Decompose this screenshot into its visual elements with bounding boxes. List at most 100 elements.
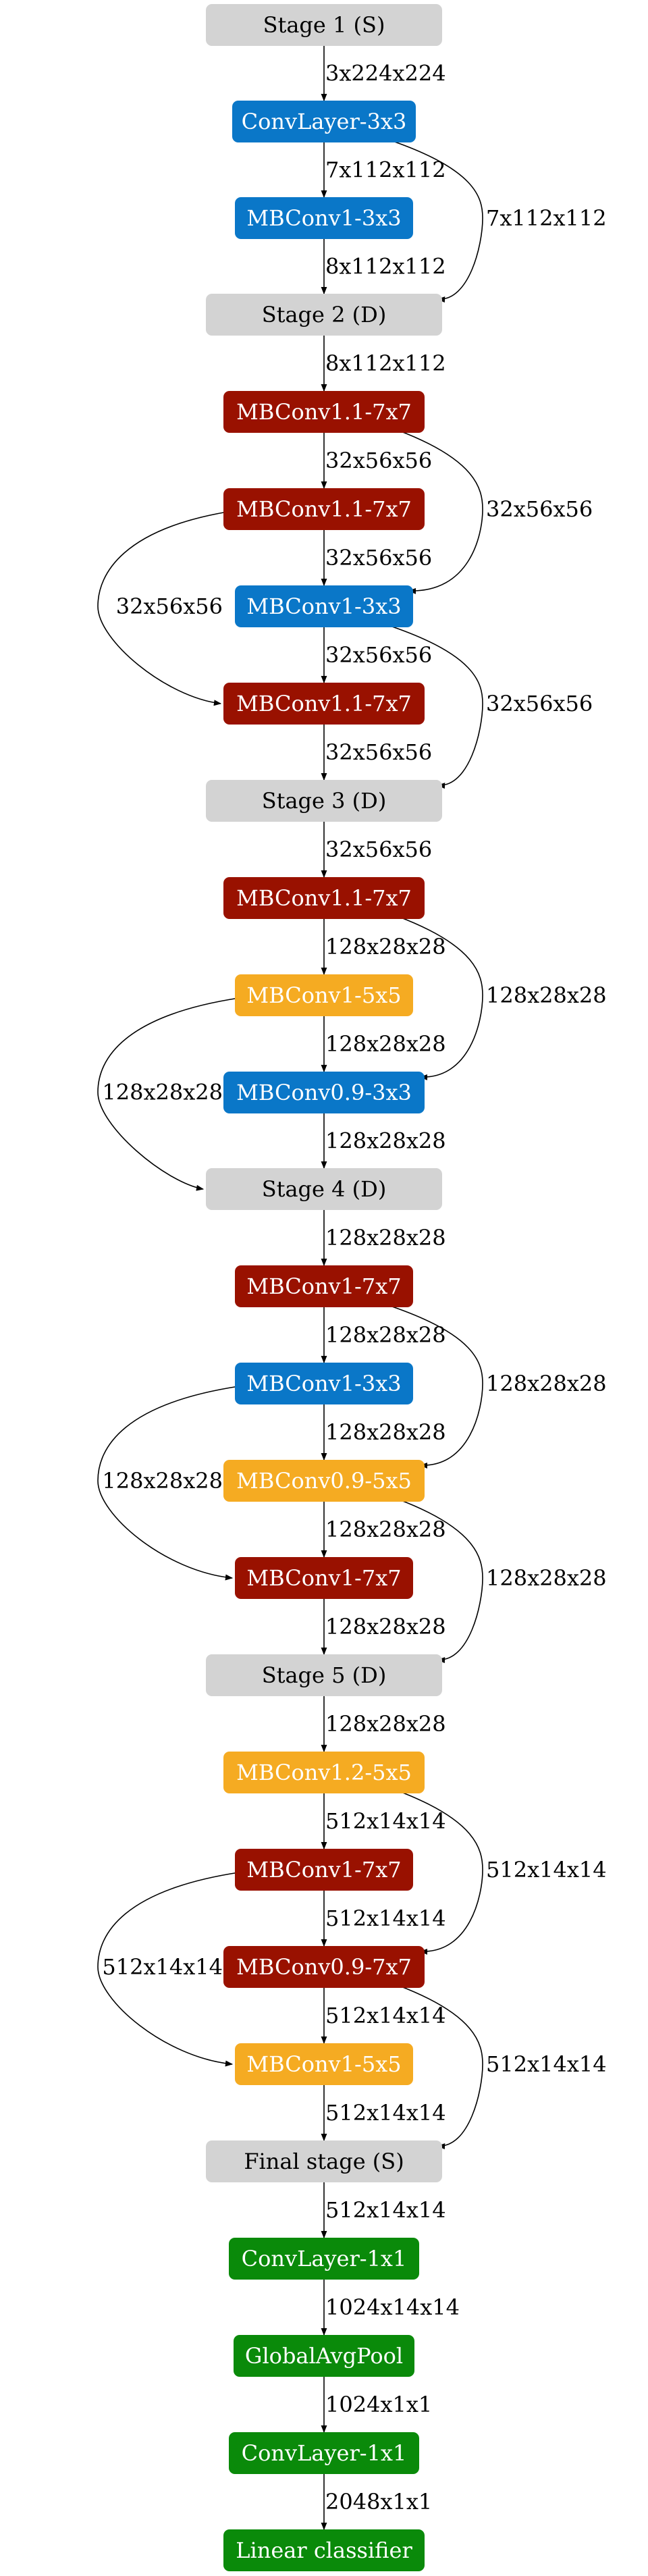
node-label: MBConv1.1-7x7 (236, 399, 412, 425)
edge-line (385, 624, 483, 789)
node-label: MBConv0.9-5x5 (236, 1468, 412, 1494)
edge-line (397, 1790, 483, 1955)
layer-node-n8: MBConv1-5x5 (235, 974, 413, 1016)
edge-label: 128x28x28 (325, 1517, 446, 1542)
node-label: Stage 1 (S) (263, 12, 385, 38)
edge-label: 1024x14x14 (325, 2294, 460, 2320)
node-label: ConvLayer-1x1 (242, 2440, 407, 2466)
edge-line (97, 1386, 240, 1581)
node-box (235, 1557, 413, 1599)
node-box (223, 1752, 425, 1793)
node-box (206, 294, 442, 336)
node-label: Linear classifier (236, 2538, 412, 2563)
node-label: MBConv1-5x5 (246, 2051, 401, 2077)
node-label: MBConv1-3x3 (246, 1371, 401, 1396)
node-box (223, 1072, 425, 1113)
edge-label: 32x56x56 (325, 837, 432, 862)
edge-s5-n14: 128x28x28 (321, 1696, 446, 1753)
edge-label: 32x56x56 (116, 594, 223, 619)
edges-layer: 3x224x2247x112x1127x112x1128x112x1128x11… (97, 46, 607, 2531)
node-label: Stage 4 (D) (262, 1176, 387, 1202)
node-box (223, 1460, 425, 1502)
layer-node-n19: GlobalAvgPool (234, 2335, 414, 2377)
layer-node-n5: MBConv1-3x3 (235, 585, 413, 627)
edge-label: 128x28x28 (325, 1322, 446, 1348)
edge-label: 128x28x28 (325, 1128, 446, 1154)
node-box (235, 1363, 413, 1404)
edge-n14-n16: 512x14x14 (397, 1790, 607, 1955)
edge-label: 128x28x28 (325, 1419, 446, 1445)
nodes-layer: Stage 1 (S)ConvLayer-3x3MBConv1-3x3Stage… (206, 4, 442, 2571)
edge-label: 128x28x28 (102, 1080, 223, 1105)
node-box (235, 2043, 413, 2085)
node-label: GlobalAvgPool (245, 2343, 403, 2369)
layer-node-n16: MBConv0.9-7x7 (223, 1946, 425, 1988)
edge-line (397, 429, 483, 594)
edge-label: 128x28x28 (325, 1225, 446, 1251)
edge-label: 512x14x14 (325, 2100, 446, 2126)
edge-label: 32x56x56 (325, 642, 432, 668)
edge-n13-s5: 128x28x28 (321, 1599, 446, 1656)
node-box (235, 585, 413, 627)
edge-label: 2048x1x1 (325, 2489, 432, 2515)
edge-label: 8x112x112 (325, 254, 446, 280)
edge-n11-n13: 128x28x28 (97, 1386, 240, 1581)
edge-n3-n5: 32x56x56 (397, 429, 593, 594)
stage-node-s5: Stage 5 (D) (206, 1654, 442, 1696)
node-box (206, 2140, 442, 2182)
node-label: MBConv1-7x7 (246, 1565, 401, 1591)
node-label: Final stage (S) (244, 2149, 404, 2174)
node-label: MBConv1-3x3 (246, 205, 401, 231)
layer-node-n9: MBConv0.9-3x3 (223, 1072, 425, 1113)
edge-n5-s3: 32x56x56 (385, 624, 593, 789)
node-box (235, 197, 413, 239)
layer-node-n1: ConvLayer-3x3 (232, 101, 416, 142)
layer-node-n13: MBConv1-7x7 (235, 1557, 413, 1599)
edge-s2-n3: 8x112x112 (321, 336, 446, 392)
edge-n10-n12: 128x28x28 (385, 1304, 607, 1469)
edge-line (388, 139, 483, 303)
edge-n16-n17: 512x14x14 (321, 1988, 446, 2045)
node-label: MBConv1.1-7x7 (236, 496, 412, 522)
edge-n14-n15: 512x14x14 (321, 1793, 446, 1850)
edge-n7-n8: 128x28x28 (321, 919, 446, 976)
edge-label: 32x56x56 (486, 691, 593, 716)
edge-n15-n16: 512x14x14 (321, 1891, 446, 1947)
edge-n16-s6: 512x14x14 (397, 1984, 607, 2150)
node-box (206, 780, 442, 822)
node-label: Stage 3 (D) (262, 788, 387, 814)
edge-n6-s3: 32x56x56 (321, 725, 432, 781)
edge-label: 128x28x28 (325, 1031, 446, 1057)
edge-label: 32x56x56 (486, 496, 593, 522)
edge-n8-s4: 128x28x28 (97, 997, 240, 1191)
node-box (223, 1946, 425, 1988)
edge-label: 3x224x224 (325, 61, 446, 86)
node-label: MBConv1-3x3 (246, 594, 401, 619)
edge-line (397, 1498, 483, 1664)
edge-label: 128x28x28 (486, 1565, 607, 1591)
edge-n19-n20: 1024x1x1 (321, 2377, 432, 2434)
edge-n3-n4: 32x56x56 (321, 433, 432, 490)
node-label: MBConv1.1-7x7 (236, 885, 412, 911)
stage-node-s4: Stage 4 (D) (206, 1168, 442, 1210)
node-box (206, 1168, 442, 1210)
layer-node-n3: MBConv1.1-7x7 (223, 391, 425, 433)
edge-s1-n1: 3x224x224 (321, 46, 446, 102)
layer-node-n14: MBConv1.2-5x5 (223, 1752, 425, 1793)
edge-label: 128x28x28 (325, 1711, 446, 1737)
edge-n18-n19: 1024x14x14 (321, 2280, 460, 2336)
edge-label: 1024x1x1 (325, 2392, 432, 2417)
edge-label: 32x56x56 (325, 448, 432, 473)
edge-line (97, 1872, 240, 2067)
edge-line (97, 511, 228, 706)
edge-line (385, 1304, 483, 1469)
layer-node-n17: MBConv1-5x5 (235, 2043, 413, 2085)
edge-n5-n6: 32x56x56 (321, 627, 432, 684)
edge-label: 512x14x14 (325, 1808, 446, 1834)
layer-node-n20: ConvLayer-1x1 (229, 2432, 419, 2474)
edge-n15-n17: 512x14x14 (97, 1872, 240, 2067)
edge-n17-s6: 512x14x14 (321, 2085, 446, 2142)
layer-node-n6: MBConv1.1-7x7 (223, 683, 425, 725)
node-box (206, 1654, 442, 1696)
edge-label: 128x28x28 (325, 1614, 446, 1639)
